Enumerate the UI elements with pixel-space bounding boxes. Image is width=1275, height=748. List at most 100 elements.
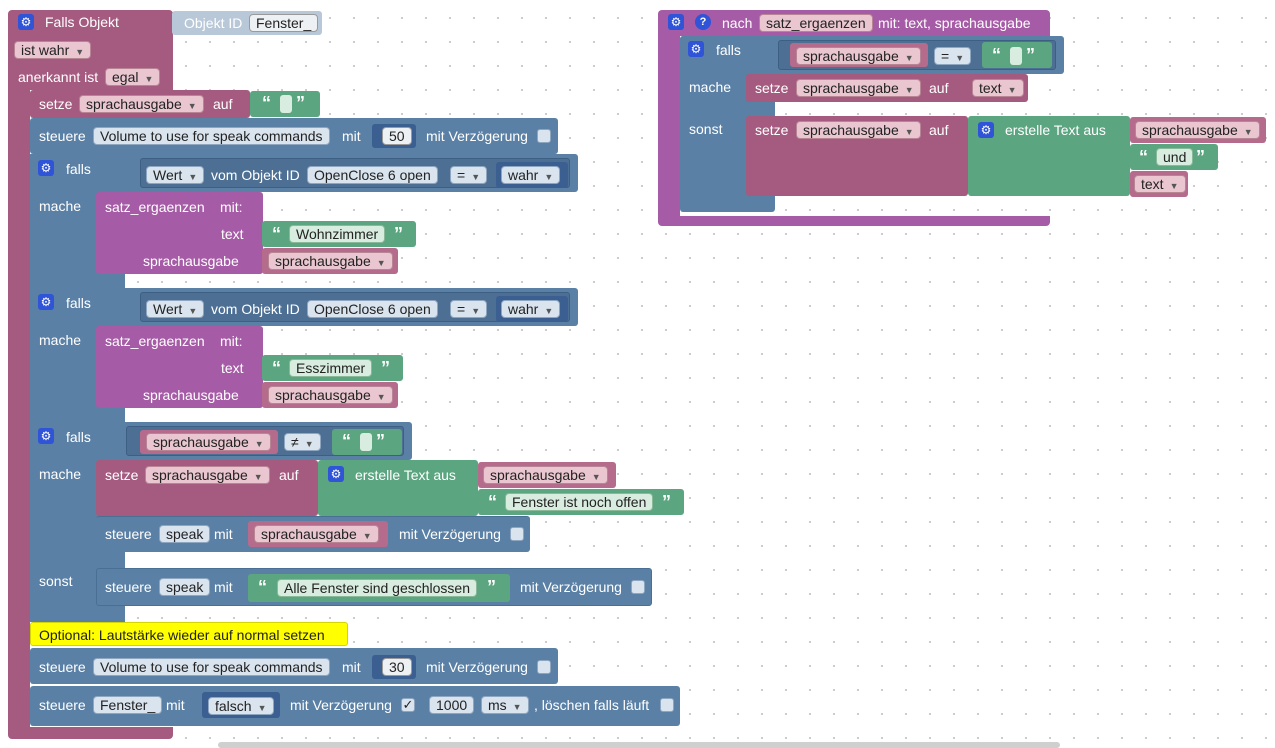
text-value-field[interactable]: Fenster ist noch offen (505, 493, 654, 511)
sonst-label: sonst (39, 573, 73, 589)
variable-dropdown[interactable]: sprachausgabe▼ (146, 433, 271, 451)
delay-checkbox[interactable] (510, 527, 524, 541)
gear-icon[interactable]: ⚙ (328, 466, 344, 482)
operator-dropdown[interactable]: ≠▼ (284, 433, 321, 451)
empty-text-field[interactable] (1010, 47, 1022, 65)
operator-label: = (457, 301, 466, 317)
volume-target-field[interactable]: Volume to use for speak commands (93, 127, 330, 145)
trigger-footer (8, 727, 173, 739)
loeschen-checkbox[interactable] (660, 698, 674, 712)
comment-block[interactable] (30, 622, 348, 646)
mit-label: mit (214, 579, 233, 595)
object-target-field[interactable]: Fenster_ (93, 696, 163, 714)
operator-dropdown[interactable]: =▼ (934, 47, 972, 65)
delay-label: mit Verzögerung (426, 128, 528, 144)
dropdown-arrow-icon: ▼ (362, 531, 372, 541)
object-id-field[interactable]: OpenClose 6 open (307, 300, 438, 318)
variable-dropdown[interactable]: text▼ (972, 79, 1024, 97)
quote-close-icon: ” (1026, 45, 1035, 65)
objekt-id-field[interactable]: Fenster_ (249, 14, 319, 32)
procedure-call-block[interactable] (96, 192, 263, 274)
bool-dropdown[interactable]: falsch▼ (208, 697, 274, 715)
text-value-field[interactable]: Esszimmer (289, 359, 373, 377)
delay-ms-field[interactable]: 1000 (429, 696, 475, 714)
egal-dropdown[interactable]: egal▼ (105, 68, 161, 86)
empty-text-field[interactable] (360, 433, 372, 451)
gear-icon[interactable]: ⚙ (688, 41, 704, 57)
sonst-label: sonst (689, 121, 723, 137)
wert-dropdown[interactable]: Wert▼ (146, 166, 205, 184)
variable-dropdown[interactable]: sprachausgabe▼ (483, 466, 608, 484)
dropdown-arrow-icon: ▼ (544, 172, 554, 182)
variable-dropdown[interactable]: sprachausgabe▼ (796, 121, 921, 139)
call-mit-label: mit: (220, 199, 243, 215)
variable-dropdown[interactable]: sprachausgabe▼ (268, 252, 393, 270)
delay-label: mit Verzögerung (290, 697, 392, 713)
gear-icon[interactable]: ⚙ (38, 428, 54, 444)
quote-open-icon: “ (342, 431, 351, 451)
variable-dropdown[interactable]: sprachausgabe▼ (796, 79, 921, 97)
vom-objekt-label: vom Objekt ID (211, 301, 300, 317)
delay-checkbox[interactable] (537, 129, 551, 143)
wert-dropdown[interactable]: Wert▼ (146, 300, 205, 318)
variable-dropdown[interactable]: sprachausgabe▼ (254, 525, 379, 543)
procedure-name-field[interactable]: satz_ergaenzen (759, 14, 873, 32)
horizontal-scrollbar[interactable] (218, 742, 1060, 748)
text-value-field[interactable]: Alle Fenster sind geschlossen (277, 579, 477, 597)
dropdown-arrow-icon: ▼ (1169, 181, 1179, 191)
mache-label: mache (39, 198, 82, 214)
unit-dropdown[interactable]: ms▼ (481, 696, 529, 714)
volume-value-field[interactable]: 50 (382, 127, 412, 145)
wert-label: Wert (153, 301, 183, 317)
text-join-block[interactable] (968, 116, 1130, 196)
variable-dropdown[interactable]: sprachausgabe▼ (268, 386, 393, 404)
operator-dropdown[interactable]: =▼ (450, 300, 488, 318)
bool-label: wahr (508, 167, 539, 183)
quote-open-icon: “ (258, 577, 267, 597)
gear-icon[interactable]: ⚙ (668, 14, 684, 30)
auf-label: auf (929, 122, 949, 138)
bool-dropdown[interactable]: wahr ▼ (501, 166, 561, 184)
operator-dropdown[interactable]: =▼ (450, 166, 488, 184)
variable-dropdown[interactable]: text ▼ (1134, 175, 1186, 193)
steuere-label: steuere (39, 128, 86, 144)
text-value-field[interactable]: Wohnzimmer (289, 225, 386, 243)
variable-dropdown[interactable]: sprachausgabe▼ (79, 95, 204, 113)
variable-dropdown[interactable]: sprachausgabe▼ (796, 47, 921, 65)
erstelle-text-label: erstelle Text aus (355, 467, 456, 483)
dropdown-arrow-icon: ▼ (376, 392, 386, 402)
operator-label: ≠ (291, 434, 299, 450)
delay-checkbox-checked[interactable]: ✓ (401, 697, 415, 712)
ist-wahr-dropdown[interactable]: ist wahr▼ (14, 41, 92, 59)
volume-value-field[interactable]: 30 (382, 658, 412, 676)
variable-dropdown[interactable]: sprachausgabe▼ (145, 466, 270, 484)
sprachausgabe-param-label: sprachausgabe (143, 253, 239, 269)
volume-target-field[interactable]: Volume to use for speak commands (93, 658, 330, 676)
variable-dropdown[interactable]: sprachausgabe▼ (1135, 121, 1260, 139)
variable-name: text (1141, 176, 1164, 192)
object-id-field[interactable]: OpenClose 6 open (307, 166, 438, 184)
delay-checkbox[interactable] (631, 580, 645, 594)
gear-icon[interactable]: ⚙ (38, 294, 54, 310)
operator-label: = (457, 167, 466, 183)
speak-target-field[interactable]: speak (159, 525, 211, 543)
call-name-label: satz_ergaenzen (105, 333, 205, 349)
help-icon[interactable]: ? (695, 14, 711, 30)
wert-label: Wert (153, 167, 183, 183)
quote-close-icon: ” (381, 358, 390, 378)
text-join-block[interactable] (318, 460, 478, 516)
gear-icon[interactable]: ⚙ (18, 14, 34, 30)
steuere-label: steuere (39, 697, 86, 713)
auf-label: auf (279, 467, 299, 483)
text-value-field[interactable]: und (1156, 148, 1194, 166)
bool-dropdown[interactable]: wahr▼ (501, 300, 561, 318)
gear-icon[interactable]: ⚙ (978, 122, 994, 138)
speak-target-field[interactable]: speak (159, 578, 211, 596)
egal-label: egal (112, 69, 139, 85)
procedure-call-block[interactable] (96, 326, 263, 408)
dropdown-arrow-icon: ▼ (253, 472, 263, 482)
delay-checkbox[interactable] (537, 660, 551, 674)
gear-icon[interactable]: ⚙ (38, 160, 54, 176)
quote-close-icon: ” (376, 431, 385, 451)
empty-text-field[interactable] (280, 95, 292, 113)
